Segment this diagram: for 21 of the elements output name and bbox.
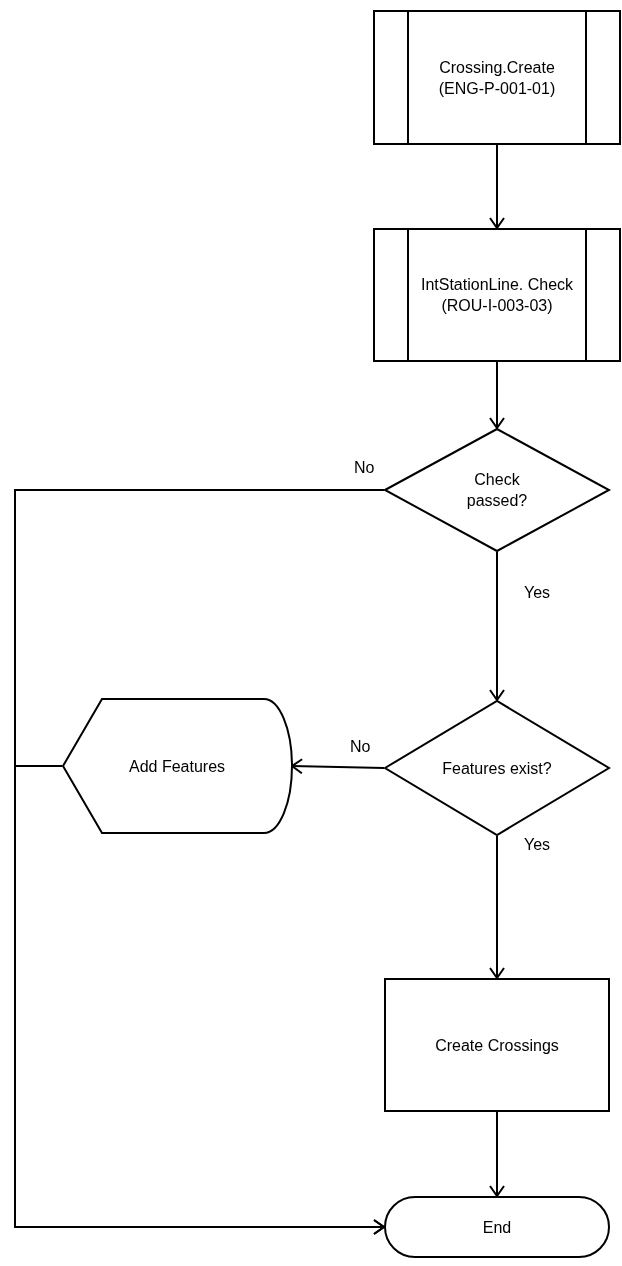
- arrow: [489, 144, 505, 229]
- arrow: [489, 551, 505, 701]
- node-label: Create Crossings: [435, 1035, 559, 1056]
- subprocess-box: [373, 10, 621, 145]
- terminator-shape: [384, 1196, 610, 1258]
- arrow: [291, 758, 385, 775]
- node-label: Crossing.Create (ENG-P-001-01): [437, 57, 557, 99]
- arrow: [14, 765, 385, 1235]
- process-box: [384, 978, 610, 1112]
- node-label: IntStationLine. Check (ROU-I-003-03): [419, 275, 575, 316]
- node-label: End: [482, 1217, 512, 1238]
- display-shape: [62, 698, 292, 834]
- subprocess-box: [373, 228, 621, 362]
- decision-diamond: [384, 700, 610, 836]
- arrow: [489, 1111, 505, 1197]
- node-label: Add Features: [128, 756, 226, 777]
- arrow: [489, 835, 505, 979]
- node-label: Features exist?: [442, 758, 552, 779]
- node-label: Check passed?: [465, 470, 529, 511]
- arrow: [489, 361, 505, 429]
- decision-diamond: [384, 428, 610, 552]
